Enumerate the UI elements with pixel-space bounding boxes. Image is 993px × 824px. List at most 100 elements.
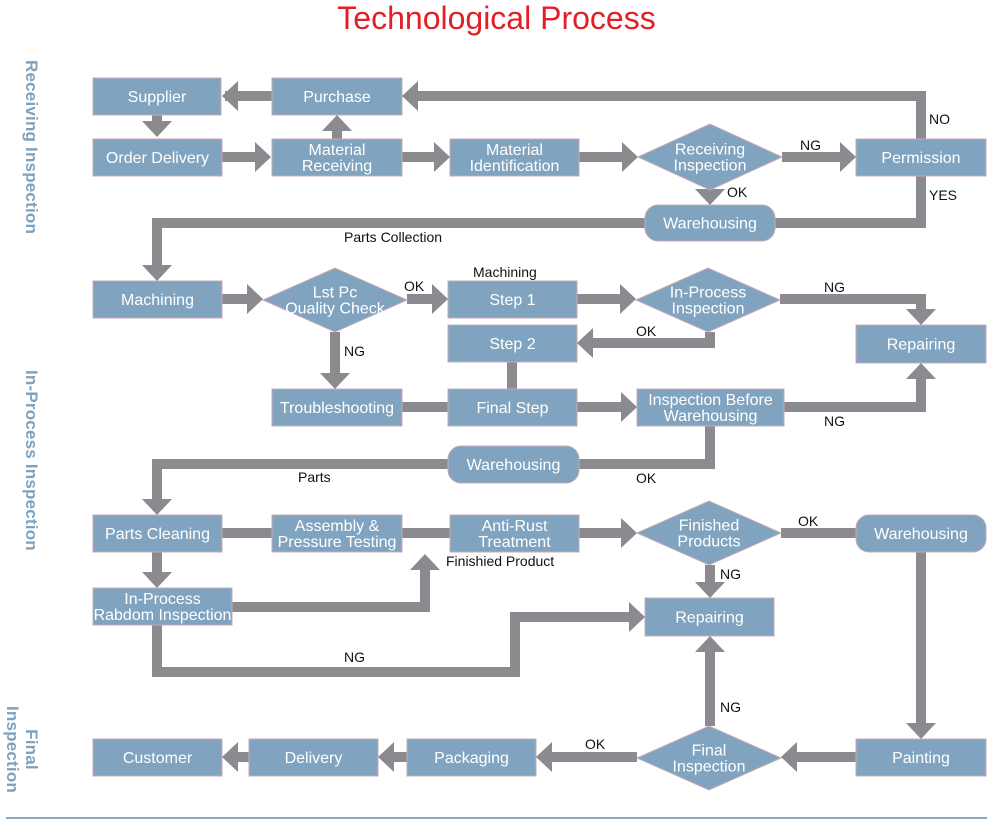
page-title: Technological Process (337, 0, 656, 36)
node-delivery: Delivery (248, 738, 379, 777)
node-label: Inspection (673, 759, 746, 776)
node-label: Customer (123, 750, 193, 767)
process-box (92, 514, 223, 553)
edge-label-ng-random: NG (344, 649, 365, 665)
arrowhead-icon (434, 142, 450, 172)
node-repairing-1: Repairing (855, 324, 987, 364)
node-label: Delivery (285, 750, 343, 767)
node-label: Material (486, 142, 543, 159)
edge-label-no: NO (929, 111, 950, 127)
arrowhead-icon (620, 284, 636, 314)
process-box (449, 138, 580, 177)
node-label: Finished (679, 518, 739, 535)
edge-label-parts: Parts (298, 469, 331, 485)
decision-diamond (635, 725, 783, 791)
storage-shape (644, 204, 776, 242)
decision-diamond (635, 500, 783, 566)
process-box (92, 738, 223, 777)
node-label: Step 1 (489, 292, 535, 309)
node-supplier: Supplier (92, 77, 222, 116)
node-packaging: Packaging (406, 738, 537, 777)
arrowhead-icon (222, 742, 238, 772)
process-box (92, 77, 222, 116)
edge-label-ng-repair-2: NG (824, 413, 845, 429)
arrowhead-icon (622, 142, 638, 172)
process-box (271, 388, 403, 427)
node-permission: Permission (855, 138, 987, 177)
process-box (92, 587, 233, 626)
node-warehousing-1: Warehousing (644, 204, 776, 242)
connector-line (775, 176, 926, 228)
edge-label-ng-troubleshooting: NG (344, 343, 365, 359)
connector-line (784, 371, 926, 412)
connector-line (780, 294, 926, 317)
arrowhead-icon (695, 636, 725, 652)
arrowhead-icon (255, 142, 271, 172)
edge-label-ng-permission: NG (800, 137, 821, 153)
storage-shape (447, 445, 580, 484)
decision-diamond (634, 267, 782, 333)
arrowhead-icon (781, 742, 797, 772)
node-label: Quality Check (285, 301, 386, 318)
edge-label-ok-warehousing-2: OK (636, 470, 657, 486)
edge-label-ok-warehousing: OK (727, 184, 748, 200)
node-label: Products (677, 534, 740, 551)
node-final-step: Final Step (447, 388, 578, 427)
process-box (855, 738, 987, 777)
process-box (447, 324, 578, 363)
arrowhead-icon (222, 81, 238, 111)
process-box (271, 77, 403, 116)
node-label: Purchase (303, 89, 371, 106)
arrowhead-icon (410, 554, 440, 570)
arrowhead-icon (906, 723, 936, 739)
decision-diamond (636, 123, 784, 191)
arrowhead-icon (142, 265, 172, 281)
node-label: Machining (121, 292, 194, 309)
node-label: Material (309, 142, 366, 159)
edge-label-finished-product: Finishied Product (446, 553, 554, 569)
connector-line (152, 459, 448, 507)
node-label: Parts Cleaning (105, 526, 210, 543)
arrowhead-icon (577, 328, 593, 358)
arrowhead-icon (142, 499, 172, 515)
arrowhead-icon (432, 284, 448, 314)
node-label: Inspection (672, 301, 745, 318)
connector-line (410, 91, 926, 139)
node-label: Treatment (478, 534, 551, 551)
edge-label-ok-warehousing-3: OK (798, 513, 819, 529)
node-label: Pressure Testing (278, 534, 397, 551)
bottom-divider (6, 817, 987, 819)
process-box (855, 324, 987, 364)
node-label: Step 2 (489, 336, 535, 353)
node-order-delivery: Order Delivery (92, 138, 223, 177)
node-label: Final (692, 743, 727, 760)
connector-line (585, 332, 715, 348)
arrowhead-icon (695, 189, 725, 205)
process-box (248, 738, 379, 777)
connectors (142, 81, 936, 772)
arrowhead-icon (621, 392, 637, 422)
node-machining: Machining (92, 280, 223, 319)
arrowhead-icon (906, 363, 936, 379)
edge-label-ng-repair-3: NG (720, 566, 741, 582)
node-label: Supplier (128, 89, 187, 106)
node-label: Repairing (675, 610, 743, 627)
process-box (271, 514, 403, 553)
edge-label-ng-repair-1: NG (824, 279, 845, 295)
node-step-2: Step 2 (447, 324, 578, 363)
arrowhead-icon (402, 81, 418, 111)
arrowhead-icon (378, 742, 394, 772)
node-parts-cleaning: Parts Cleaning (92, 514, 223, 553)
storage-shape (855, 514, 987, 553)
process-box (447, 280, 578, 319)
node-purchase: Purchase (271, 77, 403, 116)
node-troubleshooting: Troubleshooting (271, 388, 403, 427)
decision-diamond (261, 267, 409, 333)
node-label: Warehousing (874, 526, 968, 543)
